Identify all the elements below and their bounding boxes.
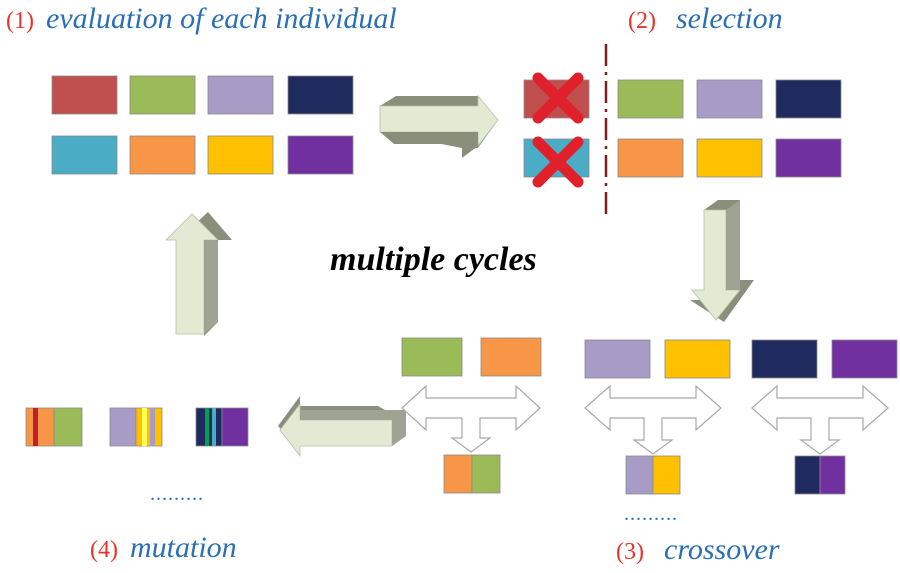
mutation-band xyxy=(33,408,38,446)
child-lavender-yellow xyxy=(625,455,654,495)
step-3-number: (3) xyxy=(616,539,644,565)
step-4-label: mutation xyxy=(130,531,237,564)
child-navy-purple-right xyxy=(819,455,846,495)
individual-red xyxy=(51,75,118,115)
parent-purple xyxy=(831,339,898,379)
mutation-band xyxy=(142,408,147,446)
arrow-down-icon xyxy=(690,200,754,322)
crossover-arrow-icon xyxy=(584,384,722,455)
population-grid xyxy=(51,75,354,175)
parent-navy xyxy=(751,339,818,379)
mutant-1 xyxy=(25,407,83,447)
mutant-1-left xyxy=(25,407,55,447)
child-orange-green xyxy=(443,454,473,494)
eliminated-individuals xyxy=(523,72,590,188)
mutation-band xyxy=(150,408,155,446)
mutant-2-left xyxy=(109,407,137,447)
mutant-3 xyxy=(195,407,249,447)
step-3-label: crossover xyxy=(664,533,780,566)
parent-green xyxy=(401,337,463,377)
child-navy-purple xyxy=(794,455,821,495)
survivor-green xyxy=(617,79,684,119)
individual-cyan xyxy=(51,135,118,175)
survivor-navy xyxy=(775,79,842,119)
survivor-orange xyxy=(617,138,684,178)
cross-mark-icon xyxy=(532,72,584,124)
step-2-label: selection xyxy=(676,2,783,35)
individual-purple xyxy=(287,135,354,175)
arrow-left-icon xyxy=(278,396,406,458)
cycle-label: multiple cycles xyxy=(330,241,537,278)
individual-navy xyxy=(287,75,354,115)
individual-lavender xyxy=(207,75,274,115)
mutant-3-right xyxy=(221,407,249,447)
crossover-arrow-icon xyxy=(751,384,889,455)
crossover-pair-3 xyxy=(751,339,898,495)
crossover-arrow-icon xyxy=(401,384,541,453)
mutation-ellipsis: ......... xyxy=(150,483,204,505)
mutant-2 xyxy=(109,407,163,447)
arrow-up-icon xyxy=(165,212,232,336)
step-1-number: (1) xyxy=(6,8,34,34)
crossover-pair-1 xyxy=(401,337,542,494)
mutation-band xyxy=(212,408,216,446)
survivor-purple xyxy=(775,138,842,178)
parent-yellow xyxy=(664,339,731,379)
step-4-number: (4) xyxy=(90,537,118,563)
survivor-yellow xyxy=(696,138,763,178)
survivor-grid xyxy=(617,79,842,178)
crossover-ellipsis: ......... xyxy=(624,503,678,525)
individual-yellow xyxy=(207,135,274,175)
individual-green xyxy=(129,75,196,115)
arrow-right-icon xyxy=(379,94,499,158)
parent-lavender xyxy=(584,339,651,379)
mutant-1-right xyxy=(53,407,83,447)
step-1-label: evaluation of each individual xyxy=(46,2,397,35)
parent-orange xyxy=(480,337,542,377)
mutant-2-right xyxy=(135,407,163,447)
child-orange-green-right xyxy=(471,454,501,494)
cross-mark-icon xyxy=(532,136,584,188)
step-2-number: (2) xyxy=(628,8,656,34)
mutation-band xyxy=(205,408,209,446)
child-lavender-yellow-right xyxy=(652,455,681,495)
crossover-pair-2 xyxy=(584,339,731,495)
survivor-lavender xyxy=(696,79,763,119)
individual-orange xyxy=(129,135,196,175)
